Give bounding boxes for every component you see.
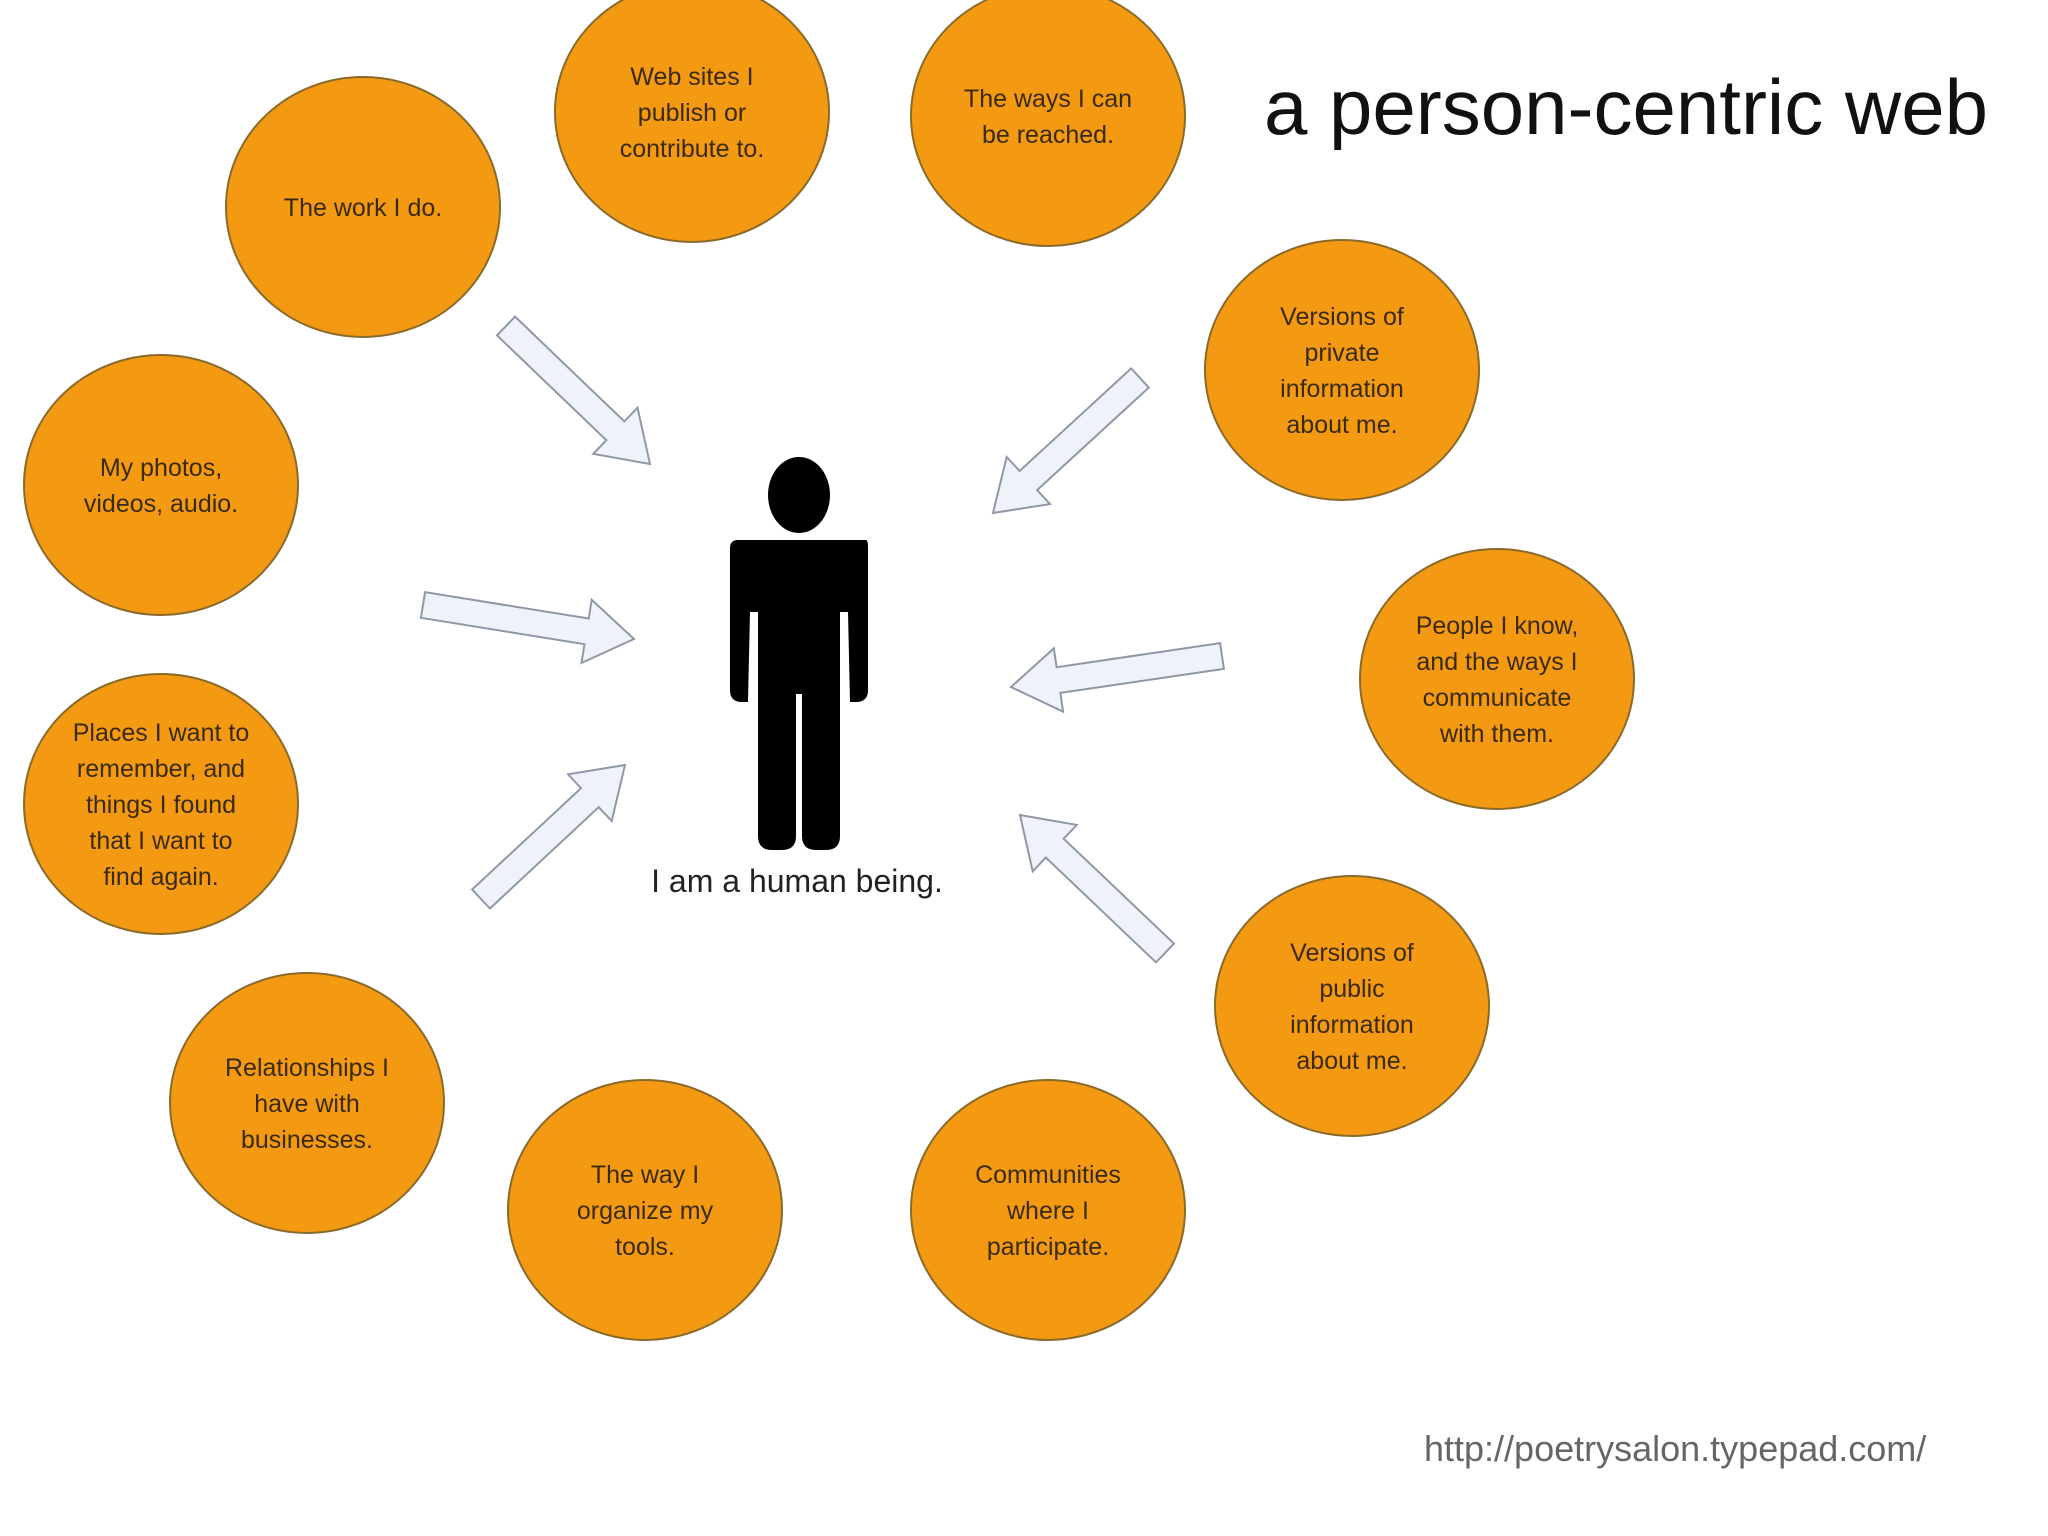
bubble-websites: Web sites I publish or contribute to. xyxy=(554,0,830,243)
bubble-circle xyxy=(1214,875,1490,1137)
bubble-communities: Communities where I participate. xyxy=(910,1079,1186,1341)
bubble-text-line: public xyxy=(1319,975,1384,1003)
bubble-circle xyxy=(169,972,445,1234)
bubble-private-info: Versions of private information about me. xyxy=(1204,239,1480,501)
bubble-text-line: Communities xyxy=(975,1161,1121,1189)
bubble-circle xyxy=(910,1079,1186,1341)
arrows-layer xyxy=(419,315,1226,964)
bubble-text-line: The ways I can xyxy=(964,85,1132,113)
bubble-text-line: information xyxy=(1290,1011,1414,1039)
bubble-people: People I know, and the ways I communicate w… xyxy=(1359,548,1635,810)
bubble-work: The work I do. xyxy=(225,76,501,338)
arrow-from-top-right xyxy=(991,366,1151,515)
bubble-text-line: publish or xyxy=(638,99,746,127)
bubble-text-line: and the ways I xyxy=(1416,648,1577,676)
bubble-text-line: The way I xyxy=(591,1161,699,1189)
figure-body xyxy=(730,540,868,850)
bubble-text-line: businesses. xyxy=(241,1126,373,1154)
arrow-from-right xyxy=(1009,641,1226,714)
bubble-text-line: have with xyxy=(254,1090,360,1118)
bubble-relationships: Relationships I have with businesses. xyxy=(169,972,445,1234)
bubble-circle xyxy=(225,76,501,338)
bubble-circle xyxy=(910,0,1186,247)
bubble-photos: My photos, videos, audio. xyxy=(23,354,299,616)
bubble-text-line: Relationships I xyxy=(225,1054,389,1082)
bubble-text-line: The work I do. xyxy=(284,194,442,222)
bubble-text-line: where I xyxy=(1006,1197,1089,1225)
bubble-text-line: People I know, xyxy=(1416,612,1579,640)
source-url: http://poetrysalon.typepad.com/ xyxy=(1424,1428,1927,1469)
figure-head xyxy=(768,457,830,533)
bubble-circle xyxy=(23,673,299,935)
bubble-public-info: Versions of public information about me. xyxy=(1214,875,1490,1137)
bubble-text-line: My photos, xyxy=(100,454,222,482)
bubble-text-line: communicate xyxy=(1423,684,1572,712)
bubble-text-line: that I want to xyxy=(89,827,232,855)
bubble-text-line: participate. xyxy=(987,1233,1109,1261)
bubble-text-line: private xyxy=(1304,339,1379,367)
bubbles-layer: The work I do. Web sites I publish or contr… xyxy=(23,0,1635,1341)
bubble-text-line: Places I want to xyxy=(73,719,249,747)
arrow-from-left xyxy=(419,591,636,665)
bubble-circle xyxy=(23,354,299,616)
bubble-text-line: remember, and xyxy=(77,755,245,783)
bubble-circle xyxy=(554,0,830,243)
page-title: a person-centric web xyxy=(1264,63,1989,151)
bubble-text-line: about me. xyxy=(1286,411,1397,439)
bubble-tools: The way I organize my tools. xyxy=(507,1079,783,1341)
bubble-text-line: tools. xyxy=(615,1233,675,1261)
bubble-text-line: information xyxy=(1280,375,1404,403)
bubble-text-line: contribute to. xyxy=(620,135,765,163)
bubble-text-line: find again. xyxy=(103,863,218,891)
bubble-text-line: be reached. xyxy=(982,121,1114,149)
bubble-text-line: Web sites I xyxy=(630,63,753,91)
arrow-from-bottom-left xyxy=(470,763,627,910)
bubble-text-line: Versions of xyxy=(1280,303,1404,331)
human-figure-icon: I am a human being. xyxy=(651,457,943,899)
bubble-text-line: things I found xyxy=(86,791,236,819)
bubble-circle xyxy=(1204,239,1480,501)
bubble-text-line: Versions of xyxy=(1290,939,1414,967)
bubble-text-line: videos, audio. xyxy=(84,490,238,518)
bubble-reached: The ways I can be reached. xyxy=(910,0,1186,247)
bubble-text-line: with them. xyxy=(1439,720,1554,748)
bubble-circle xyxy=(1359,548,1635,810)
arrow-from-top-left xyxy=(495,315,652,466)
bubble-circle xyxy=(507,1079,783,1341)
figure-caption: I am a human being. xyxy=(651,863,943,899)
bubble-text-line: about me. xyxy=(1296,1047,1407,1075)
arrow-from-bottom-right xyxy=(1018,813,1176,964)
bubble-text-line: organize my xyxy=(577,1197,714,1225)
bubble-places: Places I want to remember, and things I fo… xyxy=(23,673,299,935)
